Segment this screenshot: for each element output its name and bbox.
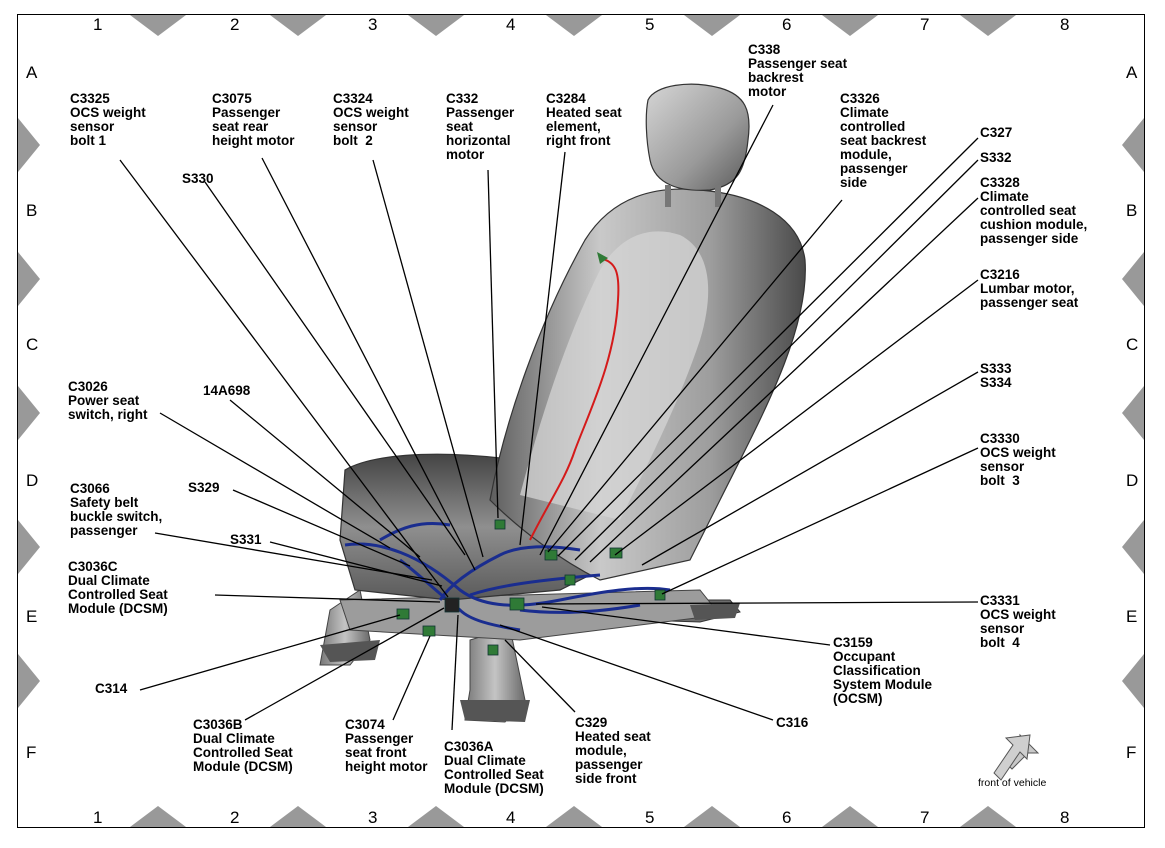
column-label: 6 — [782, 808, 791, 827]
row-label: D — [26, 471, 38, 490]
label-c329: C329 Heated seat module, passenger side … — [575, 715, 651, 786]
column-label: 3 — [368, 15, 377, 34]
label-c3075: C3075 Passenger seat rear height motor — [212, 91, 295, 148]
label-14a698: 14A698 — [203, 383, 251, 398]
label-s329: S329 — [188, 480, 220, 495]
label-c3026: C3026 Power seat switch, right — [68, 379, 148, 422]
label-c3036a: C3036A Dual Climate Controlled Seat Modu… — [444, 739, 544, 796]
label-c3331: C3331 OCS weight sensor bolt 4 — [980, 593, 1056, 650]
label-c338: C338 Passenger seat backrest motor — [748, 42, 848, 99]
column-label: 2 — [230, 15, 239, 34]
label-c327: C327 — [980, 125, 1013, 140]
column-label: 5 — [645, 15, 654, 34]
label-c332: C332 Passenger seat horizontal motor — [446, 91, 515, 162]
leader-lines — [119, 104, 979, 731]
row-label: F — [1126, 743, 1136, 762]
column-label: 1 — [93, 808, 102, 827]
label-s333: S333 S334 — [980, 361, 1012, 390]
column-label: 3 — [368, 808, 377, 827]
row-label: C — [1126, 335, 1138, 354]
column-label: 1 — [93, 15, 102, 34]
heater-wire — [529, 257, 620, 541]
label-c3326: C3326 Climate controlled seat backrest m… — [840, 91, 927, 190]
connector-blocks — [396, 519, 666, 656]
label-s331: S331 — [230, 532, 262, 547]
label-c3159: C3159 Occupant Classification System Mod… — [833, 635, 933, 706]
label-c314: C314 — [95, 681, 128, 696]
row-label: A — [1126, 63, 1138, 82]
column-label: 2 — [230, 808, 239, 827]
front-of-vehicle-label: front of vehicle — [978, 777, 1047, 789]
label-s330: S330 — [182, 171, 214, 186]
heater-connector-icon — [597, 252, 608, 264]
grid-diamond-markers — [18, 15, 1144, 827]
label-c3325: C3325 OCS weight sensor bolt 1 — [70, 91, 146, 148]
label-c3284: C3284 Heated seat element, right front — [546, 91, 622, 148]
label-c3216: C3216 Lumbar motor, passenger seat — [980, 267, 1079, 310]
seat-illustration — [319, 83, 806, 723]
row-label: E — [26, 607, 37, 626]
front-arrow-icon — [993, 733, 1040, 781]
row-labels: A B C D E F A B C D E F — [26, 63, 1138, 762]
row-label: A — [26, 63, 38, 82]
column-labels: 1 2 3 4 5 6 7 8 1 2 3 4 5 6 7 8 — [93, 15, 1069, 827]
column-label: 6 — [782, 15, 791, 34]
column-label: 8 — [1060, 15, 1069, 34]
column-label: 7 — [920, 15, 929, 34]
row-label: E — [1126, 607, 1137, 626]
column-label: 7 — [920, 808, 929, 827]
column-label: 5 — [645, 808, 654, 827]
row-label: F — [26, 743, 36, 762]
label-c3324: C3324 OCS weight sensor bolt 2 — [333, 91, 409, 148]
label-c3036c: C3036C Dual Climate Controlled Seat Modu… — [68, 559, 168, 616]
row-label: D — [1126, 471, 1138, 490]
column-label: 4 — [506, 808, 515, 827]
label-c3328: C3328 Climate controlled seat cushion mo… — [980, 175, 1088, 246]
label-c3066: C3066 Safety belt buckle switch, passeng… — [70, 481, 163, 538]
row-label: C — [26, 335, 38, 354]
label-c3330: C3330 OCS weight sensor bolt 3 — [980, 431, 1056, 488]
row-label: B — [26, 201, 37, 220]
row-label: B — [1126, 201, 1137, 220]
label-c3074: C3074 Passenger seat front height motor — [345, 717, 428, 774]
column-label: 8 — [1060, 808, 1069, 827]
label-s332: S332 — [980, 150, 1012, 165]
label-c316: C316 — [776, 715, 809, 730]
column-label: 4 — [506, 15, 515, 34]
label-c3036b: C3036B Dual Climate Controlled Seat Modu… — [193, 717, 293, 774]
